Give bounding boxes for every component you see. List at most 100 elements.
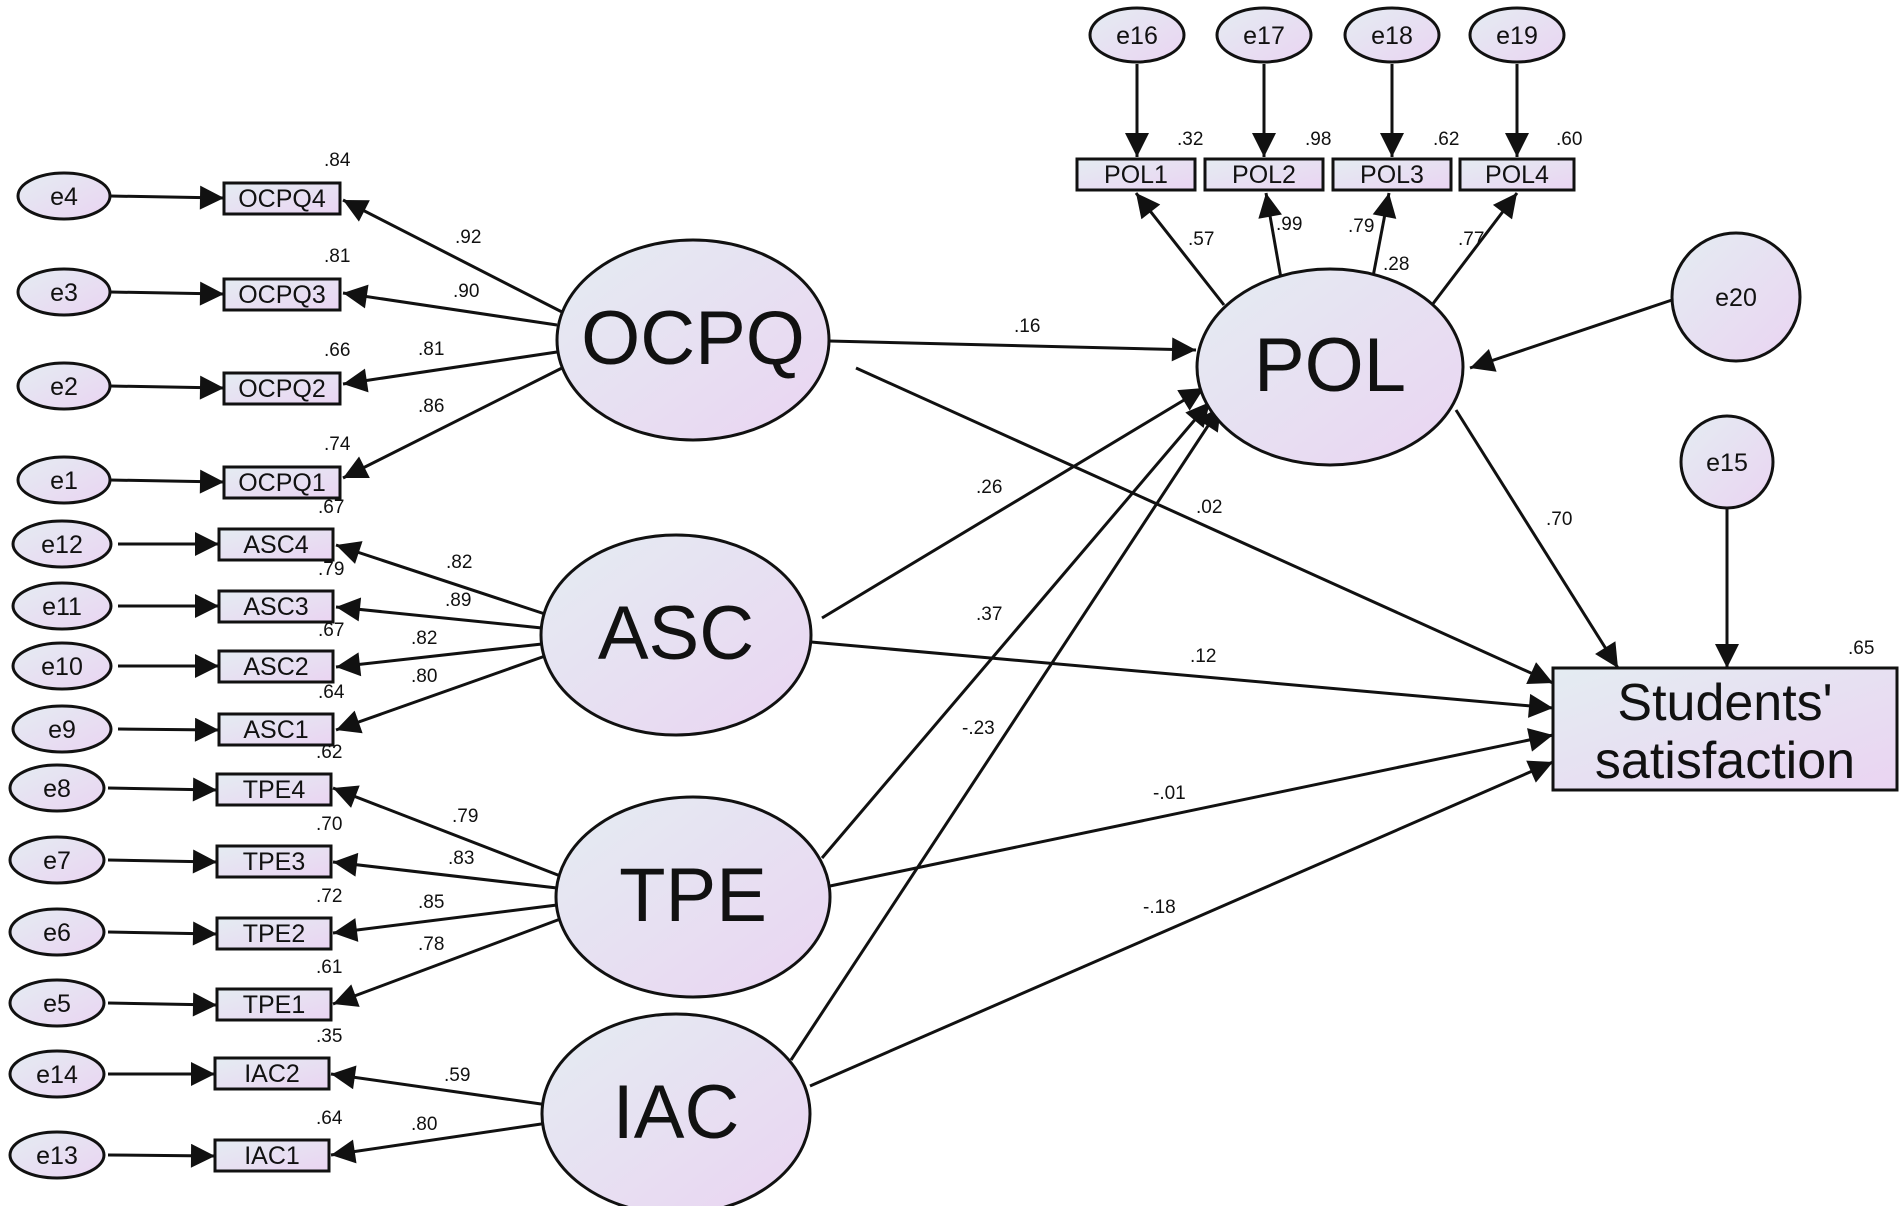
- path-label-asc-pol: .26: [976, 477, 1002, 498]
- indicator-tpe1: [215, 987, 333, 1022]
- error-e16: [1088, 6, 1186, 64]
- loading-label-pol1: .57: [1188, 229, 1214, 250]
- r2-iac1: .64: [316, 1108, 343, 1129]
- loading-label-ocpq3: .90: [453, 281, 479, 302]
- error-e10: [11, 641, 113, 691]
- loading-label-pol2: .99: [1276, 214, 1302, 235]
- error-label-e12: e12: [41, 531, 83, 559]
- path-label-pol-ss: .70: [1546, 509, 1572, 530]
- loading-ocpq2: [342, 350, 558, 393]
- path-tpe-ss: [829, 728, 1554, 888]
- err-arrow-e6: [107, 921, 218, 946]
- loading-tpe3: [332, 852, 558, 890]
- loading-label-tpe2: .85: [418, 892, 444, 913]
- error-e4: [16, 171, 112, 221]
- outcome-box: [1551, 666, 1899, 792]
- error-e18: [1343, 6, 1441, 64]
- loading-label-asc3: .89: [445, 590, 471, 611]
- loading-ocpq4: [342, 198, 563, 314]
- path-iac-pol: [789, 405, 1223, 1061]
- indicator-label-iac1: IAC1: [244, 1142, 300, 1170]
- indicator-pol2: [1203, 157, 1325, 192]
- error-label-e10: e10: [41, 653, 83, 681]
- loading-label-iac2: .59: [444, 1065, 470, 1086]
- path-label-ocpq-ss: .02: [1196, 497, 1222, 518]
- error-e19: [1468, 6, 1566, 64]
- indicator-label-ocpq2: OCPQ2: [238, 375, 326, 403]
- loading-iac1: [330, 1121, 549, 1164]
- indicator-label-asc3: ASC3: [243, 593, 308, 621]
- indicator-label-tpe4: TPE4: [243, 776, 306, 804]
- indicator-pol4: [1458, 157, 1576, 192]
- indicator-label-asc1: ASC1: [243, 716, 308, 744]
- latent-label-tpe: TPE: [619, 853, 767, 938]
- indicator-label-pol4: POL4: [1485, 161, 1549, 189]
- r2-pol3: .62: [1433, 129, 1459, 150]
- error-e9: [11, 704, 113, 754]
- r2-ocpq3: .81: [324, 246, 350, 267]
- error-e13: [8, 1130, 106, 1180]
- loading-asc4: [335, 541, 549, 617]
- error-label-e19: e19: [1496, 22, 1538, 50]
- err-arrow-e13: [107, 1143, 216, 1168]
- loading-label-pol4: .77: [1458, 229, 1484, 250]
- loading-asc3: [335, 597, 543, 630]
- indicator-label-pol1: POL1: [1104, 161, 1168, 189]
- indicator-pol1: [1075, 157, 1197, 192]
- error-label-e8: e8: [43, 775, 71, 803]
- path-label-tpe-ss: -.01: [1153, 783, 1186, 804]
- indicator-pol3: [1331, 157, 1453, 192]
- indicator-label-tpe2: TPE2: [243, 920, 306, 948]
- indicator-ocpq2: [222, 371, 342, 406]
- error-e2: [16, 361, 112, 411]
- error-e20: [1670, 231, 1802, 363]
- error-label-e7: e7: [43, 847, 71, 875]
- r2-asc2: .67: [318, 620, 344, 641]
- indicator-ocpq3: [222, 277, 342, 312]
- path-asc-pol: [821, 386, 1205, 620]
- path-label-ocpq-pol: .16: [1014, 316, 1040, 337]
- latent-label-pol: POL: [1254, 323, 1406, 408]
- latent-label-asc: ASC: [598, 591, 754, 676]
- path-asc-ss: [810, 640, 1554, 718]
- r2-tpe3: .70: [316, 814, 342, 835]
- r2-tpe4: .62: [316, 742, 342, 763]
- error-e11: [11, 581, 113, 631]
- indicator-ocpq1: [222, 465, 342, 500]
- error-label-e3: e3: [50, 279, 78, 307]
- indicator-label-tpe1: TPE1: [243, 991, 306, 1019]
- indicator-iac1: [213, 1138, 331, 1173]
- loading-pol1: [1134, 192, 1226, 306]
- loading-label-tpe4: .79: [452, 806, 478, 827]
- loading-label-pol3: .79: [1348, 216, 1374, 237]
- err-arrow-e7: [107, 849, 218, 874]
- r2-pol2: .98: [1305, 129, 1331, 150]
- loading-label-asc1: .80: [411, 666, 437, 687]
- latent-label-ocpq: OCPQ: [581, 296, 805, 381]
- loading-label-asc4: .82: [446, 552, 472, 573]
- path-tpe-pol: [820, 401, 1212, 859]
- r2-ocpq1: .74: [324, 434, 351, 455]
- err-arrow-e2: [109, 375, 225, 400]
- loading-pol4: [1430, 192, 1519, 306]
- indicator-ocpq4: [222, 181, 342, 216]
- latent-asc: [539, 533, 813, 737]
- error-label-e16: e16: [1116, 22, 1158, 50]
- loading-iac2: [330, 1065, 549, 1107]
- path-pol-ss: [1454, 409, 1620, 669]
- indicator-label-ocpq4: OCPQ4: [238, 185, 326, 213]
- loading-label-asc2: .82: [411, 628, 437, 649]
- r2-pol1: .32: [1177, 129, 1203, 150]
- r2-pol: .28: [1383, 254, 1409, 275]
- r2-tpe1: .61: [316, 957, 342, 978]
- error-label-e6: e6: [43, 919, 71, 947]
- indicator-tpe4: [215, 772, 333, 807]
- loading-asc1: [335, 653, 549, 734]
- error-label-e2: e2: [50, 373, 78, 401]
- outcome-r2: .65: [1848, 638, 1874, 659]
- error-label-e11: e11: [42, 593, 82, 621]
- error-e5: [8, 978, 106, 1028]
- error-e15: [1679, 414, 1775, 510]
- err-arrow-e1: [109, 469, 225, 494]
